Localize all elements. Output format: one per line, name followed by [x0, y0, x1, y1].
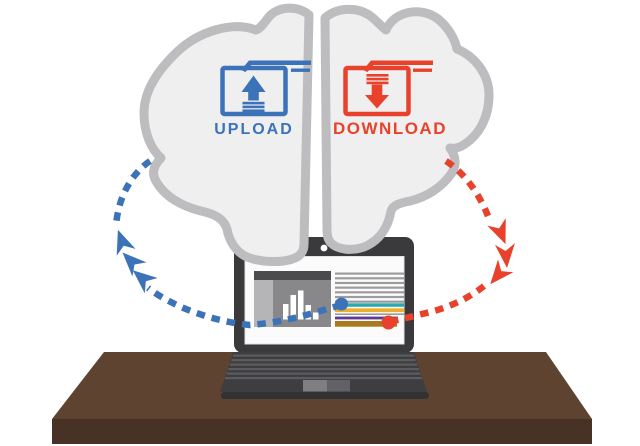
cloud-left-half: [139, 3, 314, 266]
touchpad-left: [303, 380, 327, 392]
window-sidebar: [254, 280, 273, 327]
download-label: DOWNLOAD: [333, 119, 447, 138]
cloud: UPLOAD DOWNLOAD: [139, 3, 494, 266]
download-flow-arrow: [381, 158, 515, 330]
download-node-dot: [381, 315, 396, 330]
screen-window: [254, 271, 331, 327]
keyboard-lines: [225, 354, 422, 380]
upload-flow-arrow: [112, 158, 348, 329]
download-arrow-glyph: [365, 74, 389, 109]
download-arrowhead-icon: [490, 259, 514, 285]
touchpad-right: [327, 380, 350, 392]
laptop-base: [221, 392, 429, 399]
window-header: [254, 271, 331, 280]
upload-arrowhead-icon: [122, 252, 147, 277]
download-dash-upper: [444, 158, 492, 218]
webcam-icon: [320, 244, 328, 252]
upload-dash-upper: [112, 158, 152, 227]
folder-upload-icon: [220, 60, 311, 117]
folder-download-icon: [343, 60, 433, 117]
upload-dash-lower: [146, 285, 342, 329]
screen-separator-line: [335, 313, 404, 315]
upload-arrowhead-icon: [132, 270, 158, 294]
download-arrowhead-icon: [494, 243, 515, 268]
upload-arrow-glyph: [241, 75, 266, 112]
upload-label: UPLOAD: [214, 121, 294, 138]
desk-front-panel: [52, 419, 592, 444]
download-dash-lower: [388, 283, 487, 326]
keyboard-deck: [220, 352, 427, 392]
screen-highlight-bars: [335, 303, 404, 327]
download-arrowhead-icon: [487, 218, 506, 245]
laptop: [220, 237, 429, 399]
screen-text-panel: [335, 272, 404, 327]
screen-text-lines: [335, 272, 404, 303]
upload-arrowhead-icon: [116, 229, 136, 256]
upload-node-dot: [335, 297, 348, 311]
